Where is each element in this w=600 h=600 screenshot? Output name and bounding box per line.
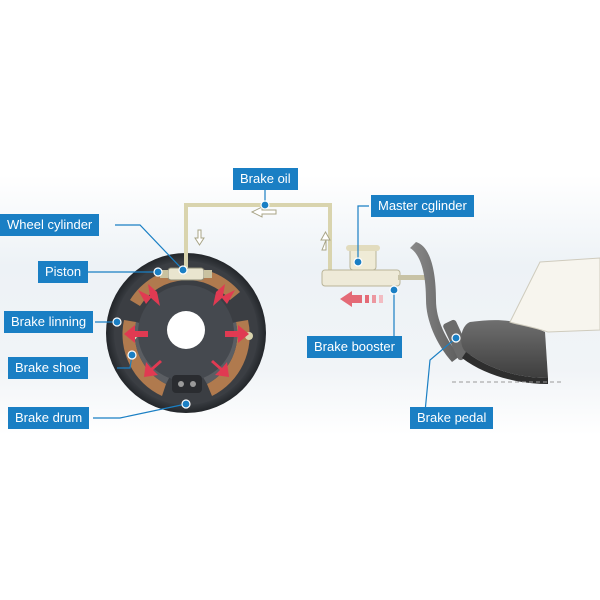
label-brake-pedal: Brake pedal	[410, 407, 494, 429]
label-brake-oil: Brake oil	[233, 168, 298, 190]
trouser-leg	[509, 257, 600, 333]
piston	[160, 270, 168, 278]
hub-hole	[167, 311, 205, 349]
brake-drum-assembly	[106, 253, 266, 413]
label-brake-lining: Brake linning	[4, 311, 94, 333]
label-brake-booster: Brake booster	[307, 336, 402, 358]
brake-lining	[130, 267, 240, 306]
booster-arrow	[340, 291, 383, 307]
leader-dots	[112, 200, 461, 409]
master-cylinder-reservoir	[349, 247, 377, 271]
driver-shoe	[461, 320, 548, 378]
label-brake-drum: Brake drum	[8, 407, 90, 429]
label-piston: Piston	[38, 261, 89, 283]
brake-pedal-assembly	[410, 242, 600, 384]
label-brake-shoe: Brake shoe	[8, 357, 88, 379]
brake-oil-lines	[184, 203, 332, 270]
master-cylinder-body	[321, 269, 401, 287]
label-master-cylinder: Master cglinder	[371, 195, 474, 217]
background-band	[0, 175, 600, 435]
label-wheel-cylinder: Wheel cylinder	[0, 214, 100, 236]
force-arrows	[124, 284, 249, 377]
pedal-arm	[410, 242, 460, 362]
